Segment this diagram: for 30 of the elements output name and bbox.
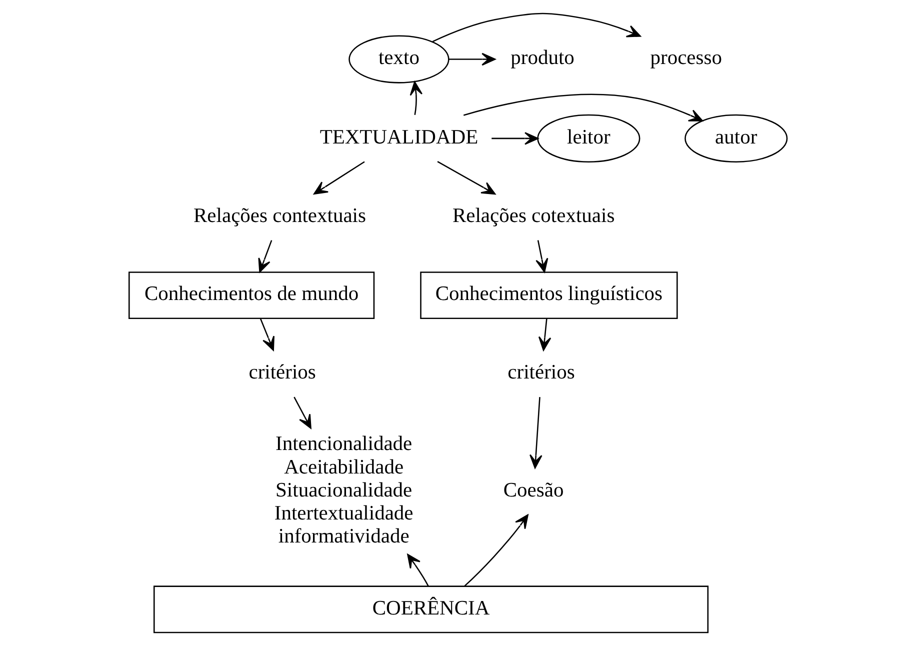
node-ellipse: autor	[684, 114, 788, 162]
arrow	[464, 514, 528, 586]
arrow	[492, 132, 539, 145]
node-text: Relações contextuais	[194, 205, 366, 228]
node-text: produto	[510, 47, 574, 70]
arrow	[407, 554, 429, 586]
arrow	[536, 240, 548, 273]
node-text: Relações cotextuais	[452, 205, 615, 228]
arrow	[538, 318, 552, 351]
arrow	[437, 160, 496, 195]
node-ellipse: leitor	[537, 114, 640, 162]
node-text: critérios	[248, 361, 316, 384]
node-box: Conhecimentos de mundo	[128, 272, 375, 320]
node-text: Coesão	[503, 479, 564, 502]
node-text: Intencionalidade Aceitabilidade Situacionalidade Intertextualidade informatividade	[274, 433, 414, 548]
arrow	[432, 12, 641, 42]
node-text: critérios	[508, 361, 575, 384]
node-text: processo	[650, 47, 722, 70]
arrow	[463, 94, 704, 122]
arrow	[314, 161, 365, 195]
node-box: Conhecimentos linguísticos	[420, 272, 678, 320]
node-text: TEXTUALIDADE	[320, 126, 478, 148]
arrow	[410, 81, 423, 115]
arrow	[260, 318, 274, 351]
node-ellipse: texto	[348, 35, 450, 84]
arrow	[294, 396, 312, 429]
arrow	[530, 397, 542, 469]
arrow	[448, 52, 496, 66]
node-box: COERÊNCIA	[153, 586, 709, 634]
arrow	[258, 240, 272, 273]
